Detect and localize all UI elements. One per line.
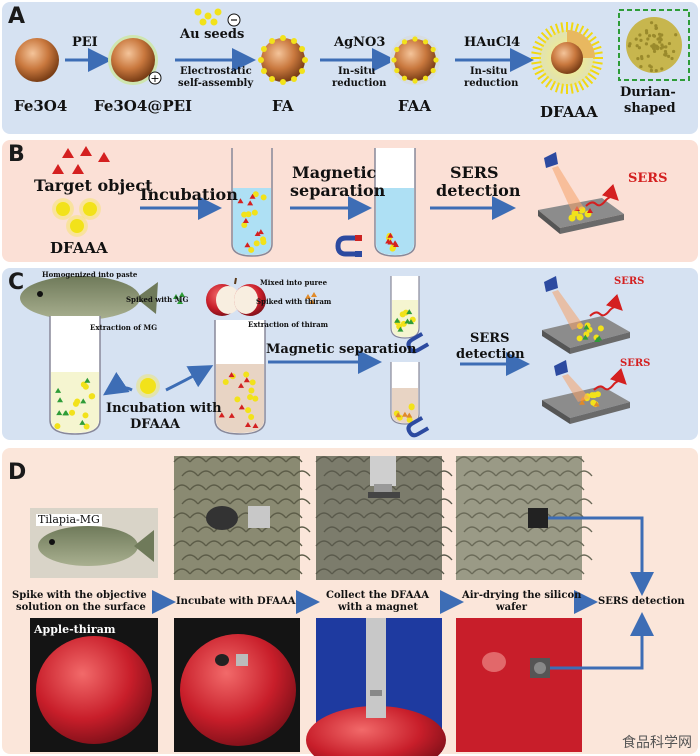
panel-a-letter: A: [8, 4, 25, 29]
magnetic-label: Magnetic: [292, 164, 376, 182]
haucl4-label: HAuCl4: [464, 36, 520, 50]
durian-label-2: shaped: [624, 102, 676, 116]
svg-text:+: +: [150, 72, 159, 85]
step-dry-1: Air-drying the silicon: [462, 590, 581, 601]
faa-label: FAA: [398, 98, 431, 115]
fa-label: FA: [272, 98, 293, 115]
extraction-thiram-label: Extraction of thiram: [248, 321, 328, 329]
step-spike-2: solution on the surface: [16, 602, 146, 613]
pei-label: PEI: [72, 36, 98, 50]
magnetic-separation-c-label: Magnetic separation: [266, 343, 416, 357]
watermark: 食品科学网: [622, 732, 692, 752]
step-spike-1: Spike with the objective: [12, 590, 147, 601]
durian-label-1: Durian-: [620, 86, 676, 100]
insitu-2-label: In-situ: [470, 66, 507, 77]
incubation-dfaaa-label: DFAAA: [130, 418, 180, 432]
step-sers-detection: SERS detection: [598, 596, 685, 607]
fe3o4-label: Fe3O4: [14, 98, 67, 115]
panel-b-letter: B: [8, 142, 25, 167]
step-incubate: Incubate with DFAAA: [176, 596, 295, 607]
dfaaa-b-label: DFAAA: [50, 240, 108, 257]
homogenized-label: Homogenized into paste: [42, 271, 137, 279]
sers-bottom-label: SERS: [620, 358, 650, 369]
step-collect-1: Collect the DFAAA: [326, 590, 429, 601]
insitu-1-label: In-situ: [338, 66, 375, 77]
reduction-1-label: reduction: [332, 78, 386, 89]
reduction-2-label: reduction: [464, 78, 518, 89]
spiked-thiram-label: Spiked with thiram: [256, 298, 331, 306]
extraction-mg-label: Extraction of MG: [90, 324, 157, 332]
incubation-with-label: Incubation with: [106, 402, 222, 416]
sers-output-label: SERS: [628, 172, 668, 186]
self-assembly-label: self-assembly: [178, 78, 253, 89]
incubation-label: Incubation: [140, 186, 238, 204]
step-dry-2: wafer: [496, 602, 527, 613]
spiked-mg-label: Spiked with MG: [126, 296, 188, 304]
sers-b-label: SERS: [450, 164, 499, 182]
panel-d-letter: D: [8, 460, 26, 485]
sers-top-label: SERS: [614, 276, 644, 287]
au-seeds-label: Au seeds: [180, 28, 244, 42]
fe3o4-pei-label: Fe3O4@PEI: [94, 98, 192, 115]
separation-label: separation: [290, 182, 385, 200]
agno3-label: AgNO3: [334, 36, 385, 50]
step-collect-2: with a magnet: [338, 602, 418, 613]
detection-b-label: detection: [436, 182, 520, 200]
tilapia-label: Tilapia-MG: [36, 514, 102, 526]
mixed-puree-label: Mixed into puree: [260, 279, 327, 287]
panel-c-letter: C: [8, 270, 24, 295]
target-object-label: Target object: [34, 177, 152, 195]
dfaaa-label: DFAAA: [540, 104, 598, 121]
apple-label: Apple-thiram: [34, 624, 115, 636]
electrostatic-label: Electrostatic: [180, 66, 252, 77]
sers-c-label: SERS: [470, 332, 510, 346]
detection-c-label: detection: [456, 348, 525, 362]
